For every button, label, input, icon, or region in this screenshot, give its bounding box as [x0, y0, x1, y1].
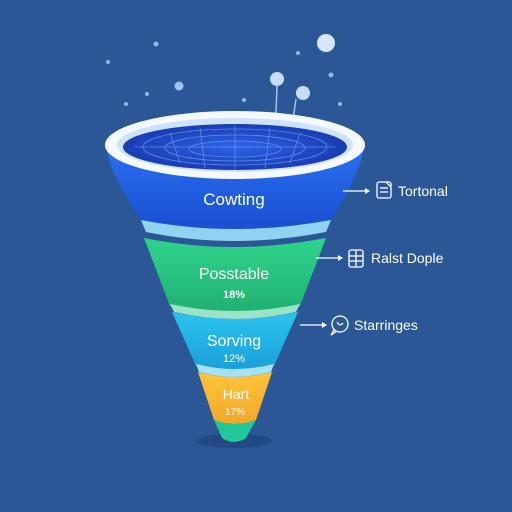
- funnel-stage-label: Posstable: [199, 266, 269, 283]
- particle: [270, 72, 284, 86]
- funnel-stage-1: Cowting: [105, 111, 365, 241]
- particle: [124, 102, 128, 106]
- callout-label: Tortonal: [398, 183, 448, 199]
- tip-body: [214, 420, 256, 442]
- arrowhead: [365, 188, 370, 194]
- funnel-stage-label: Sorving: [207, 333, 261, 350]
- database-icon: [348, 249, 364, 268]
- callout-starringes: Starringes: [300, 315, 418, 336]
- funnel-stage-value: 12%: [223, 353, 245, 365]
- particle: [174, 81, 184, 91]
- particle: [296, 51, 300, 55]
- funnel-stage-band: [141, 220, 331, 241]
- callout-ralst-dople: Ralst Dople: [316, 249, 444, 268]
- funnel-stage-label: Hart: [223, 386, 250, 402]
- particle: [338, 102, 342, 106]
- funnel-stage-body: [172, 312, 298, 371]
- funnel-tip: [196, 420, 272, 448]
- arrowhead: [338, 255, 343, 261]
- callout-tortonal: Tortonal: [343, 181, 448, 199]
- arrowhead: [322, 322, 327, 328]
- particle: [106, 60, 110, 64]
- funnel-stage-3: Sorving 12%: [172, 312, 298, 377]
- bowl-grid: [135, 125, 335, 170]
- particle: [317, 34, 335, 52]
- particle: [328, 72, 334, 78]
- funnel-stage-body: [144, 238, 326, 313]
- funnel-stage-value: 18%: [223, 289, 245, 301]
- funnel-stage-2: Posstable 18%: [144, 238, 326, 319]
- particle: [153, 41, 159, 47]
- funnel-stage-value: 17%: [225, 407, 245, 418]
- funnel-stage-band: [170, 304, 300, 319]
- callout-label: Ralst Dople: [371, 250, 444, 266]
- chat-icon: [330, 315, 349, 336]
- funnel-stage-band: [196, 364, 274, 377]
- document-icon: [376, 181, 392, 199]
- particle: [145, 92, 149, 96]
- funnel-stage-body: [198, 372, 272, 424]
- particle: [296, 86, 310, 100]
- callout-label: Starringes: [354, 317, 418, 333]
- particle: [242, 98, 246, 102]
- funnel-stage-4: Hart 17%: [198, 372, 272, 424]
- funnel-stage-label: Cowting: [203, 190, 264, 209]
